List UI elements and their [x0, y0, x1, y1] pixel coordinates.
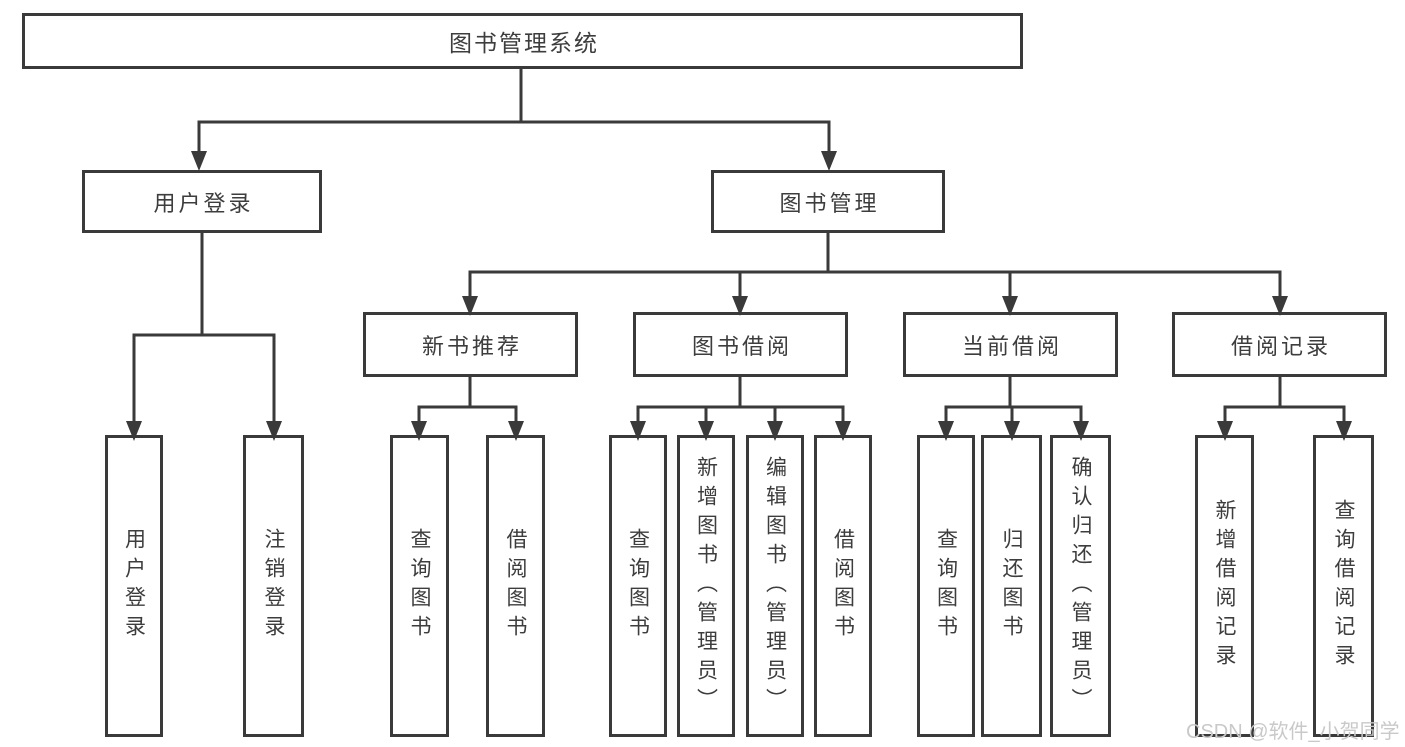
- connector-records: [1217, 375, 1352, 441]
- leaf-return-books: 归还图书: [981, 435, 1042, 737]
- leaf-add-borrow-record: 新增借阅记录: [1195, 435, 1254, 737]
- node-borrowing-records: 借阅记录: [1172, 312, 1387, 377]
- leaf-add-books-admin: 新增图书（管理员）: [677, 435, 735, 737]
- connector-new-books: [411, 375, 524, 441]
- leaf-logout: 注销登录: [243, 435, 304, 737]
- connector-current: [938, 375, 1089, 441]
- leaf-query-books-1: 查询图书: [390, 435, 449, 737]
- connector-borrowing: [630, 375, 851, 441]
- node-root-system: 图书管理系统: [22, 13, 1023, 69]
- leaf-confirm-return-admin: 确认归还（管理员）: [1050, 435, 1111, 737]
- arrow-down-icon: [191, 151, 207, 171]
- leaf-query-borrow-record: 查询借阅记录: [1313, 435, 1374, 737]
- csdn-watermark: CSDN @软件_小贺同学: [1186, 721, 1400, 743]
- leaf-borrow-books-2: 借阅图书: [814, 435, 872, 737]
- node-user-login: 用户登录: [82, 170, 322, 233]
- node-current-borrowing: 当前借阅: [903, 312, 1118, 377]
- node-new-book-recommend: 新书推荐: [363, 312, 578, 377]
- node-book-management: 图书管理: [711, 170, 945, 233]
- leaf-user-login: 用户登录: [105, 435, 163, 737]
- leaf-query-books-3: 查询图书: [917, 435, 975, 737]
- arrow-down-icon: [821, 151, 837, 171]
- leaf-borrow-books-1: 借阅图书: [486, 435, 545, 737]
- leaf-query-books-2: 查询图书: [609, 435, 667, 737]
- connector-root: [191, 67, 837, 171]
- connector-user-login: [126, 231, 282, 441]
- leaf-edit-books-admin: 编辑图书（管理员）: [746, 435, 804, 737]
- node-book-borrowing: 图书借阅: [633, 312, 848, 377]
- connector-book-mgmt: [462, 231, 1288, 316]
